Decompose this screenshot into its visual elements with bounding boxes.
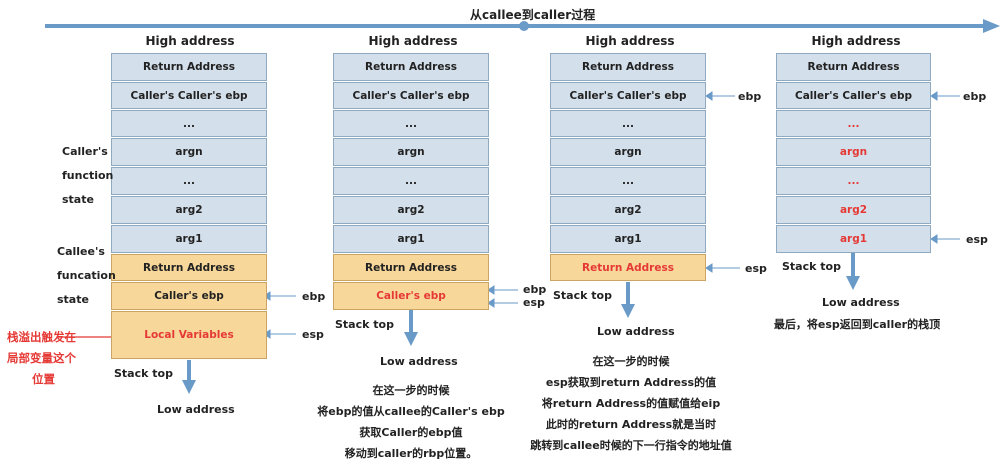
col3-low-address: Low address xyxy=(597,325,675,338)
col4-cell-arg2: arg2 xyxy=(776,196,931,224)
col2-esp-label: esp xyxy=(523,296,545,309)
col2-ebp-arrow xyxy=(487,285,495,295)
col2-esp-arrow xyxy=(487,298,495,308)
col1-ebp-label: ebp xyxy=(302,290,326,303)
col4-cell-return-address: Return Address xyxy=(776,53,931,81)
col4-cell-ellipsis-2: ... xyxy=(776,167,931,195)
col3-cell-callers-callers-ebp: Caller's Caller's ebp xyxy=(550,82,706,109)
col4-esp-label: esp xyxy=(966,233,988,246)
col4-description: 最后，将esp返回到caller的栈顶 xyxy=(773,318,941,331)
col1-cell-ellipsis-2: ... xyxy=(111,167,267,195)
col1-cell-callers-ebp: Caller's ebp xyxy=(111,282,267,310)
col3-ebp-label: ebp xyxy=(738,90,762,103)
timeline-arrowhead xyxy=(983,19,1000,33)
col3-description: 在这一步的时候 esp获取到return Address的值 将return A… xyxy=(530,355,732,452)
caller-function-state-label: Caller's function state xyxy=(62,145,114,206)
col4-down-arrow xyxy=(846,276,860,290)
col4-cell-arg1: arg1 xyxy=(776,225,931,253)
col2-cell-callee-return-address: Return Address xyxy=(333,254,489,281)
col4-stack-top: Stack top xyxy=(782,260,841,273)
col3-cell-return-address: Return Address xyxy=(550,53,706,81)
col4-high-address: High address xyxy=(811,34,901,48)
col2-cell-return-address: Return Address xyxy=(333,53,489,81)
col2-stack-top: Stack top xyxy=(335,318,394,331)
col2-cell-argn: argn xyxy=(333,138,489,166)
col3-esp-arrow xyxy=(705,263,713,273)
col1-cell-arg1: arg1 xyxy=(111,225,267,253)
col1-esp-arrow xyxy=(263,329,271,339)
timeline-label: 从callee到caller过程 xyxy=(470,8,596,22)
col3-stack-top: Stack top xyxy=(553,289,612,302)
col3-ebp-arrow xyxy=(705,91,713,101)
col3-down-arrow xyxy=(621,304,635,318)
col1-cell-callee-return-address: Return Address xyxy=(111,254,267,281)
col2-cell-ellipsis-2: ... xyxy=(333,167,489,195)
callee-function-state-label: Callee's funcation state xyxy=(57,245,116,306)
col3-cell-return-address-highlight: Return Address xyxy=(550,254,706,281)
col4-ebp-label: ebp xyxy=(963,90,987,103)
col2-cell-ellipsis-1: ... xyxy=(333,110,489,137)
col1-high-address: High address xyxy=(145,34,235,48)
col1-cell-argn: argn xyxy=(111,138,267,166)
col1-down-arrow xyxy=(182,380,196,394)
col1-cell-ellipsis-1: ... xyxy=(111,110,267,137)
col3-cell-arg2: arg2 xyxy=(550,196,706,224)
col4-cell-callers-callers-ebp: Caller's Caller's ebp xyxy=(776,82,931,109)
col2-cell-callers-callers-ebp: Caller's Caller's ebp xyxy=(333,82,489,109)
col4-cell-ellipsis-1: ... xyxy=(776,110,931,137)
timeline-dot xyxy=(519,21,529,31)
overflow-note: 栈溢出触发在 局部变量这个 位置 xyxy=(7,330,76,386)
col1-esp-label: esp xyxy=(302,328,324,341)
col1-cell-arg2: arg2 xyxy=(111,196,267,224)
col3-cell-ellipsis-1: ... xyxy=(550,110,706,137)
col2-cell-arg2: arg2 xyxy=(333,196,489,224)
col2-low-address: Low address xyxy=(380,355,458,368)
col3-cell-ellipsis-2: ... xyxy=(550,167,706,195)
col3-high-address: High address xyxy=(585,34,675,48)
col4-esp-arrow xyxy=(930,234,938,244)
col3-cell-arg1: arg1 xyxy=(550,225,706,253)
col1-cell-local-variables: Local Variables xyxy=(111,311,267,359)
col2-ebp-label: ebp xyxy=(523,283,547,296)
col2-cell-callers-ebp: Caller's ebp xyxy=(333,282,489,310)
col4-ebp-arrow xyxy=(930,91,938,101)
col2-description: 在这一步的时候 将ebp的值从callee的Caller's ebp 获取Cal… xyxy=(317,384,505,460)
col4-cell-argn: argn xyxy=(776,138,931,166)
col1-cell-callers-callers-ebp: Caller's Caller's ebp xyxy=(111,82,267,109)
col3-esp-label: esp xyxy=(745,262,767,275)
col1-cell-return-address: Return Address xyxy=(111,53,267,81)
col3-cell-argn: argn xyxy=(550,138,706,166)
col1-ebp-arrow xyxy=(263,291,271,301)
col2-cell-arg1: arg1 xyxy=(333,225,489,253)
col1-low-address: Low address xyxy=(157,403,235,416)
col1-stack-top: Stack top xyxy=(114,367,173,380)
col4-low-address: Low address xyxy=(822,296,900,309)
col2-down-arrow xyxy=(404,332,418,346)
col2-high-address: High address xyxy=(368,34,458,48)
